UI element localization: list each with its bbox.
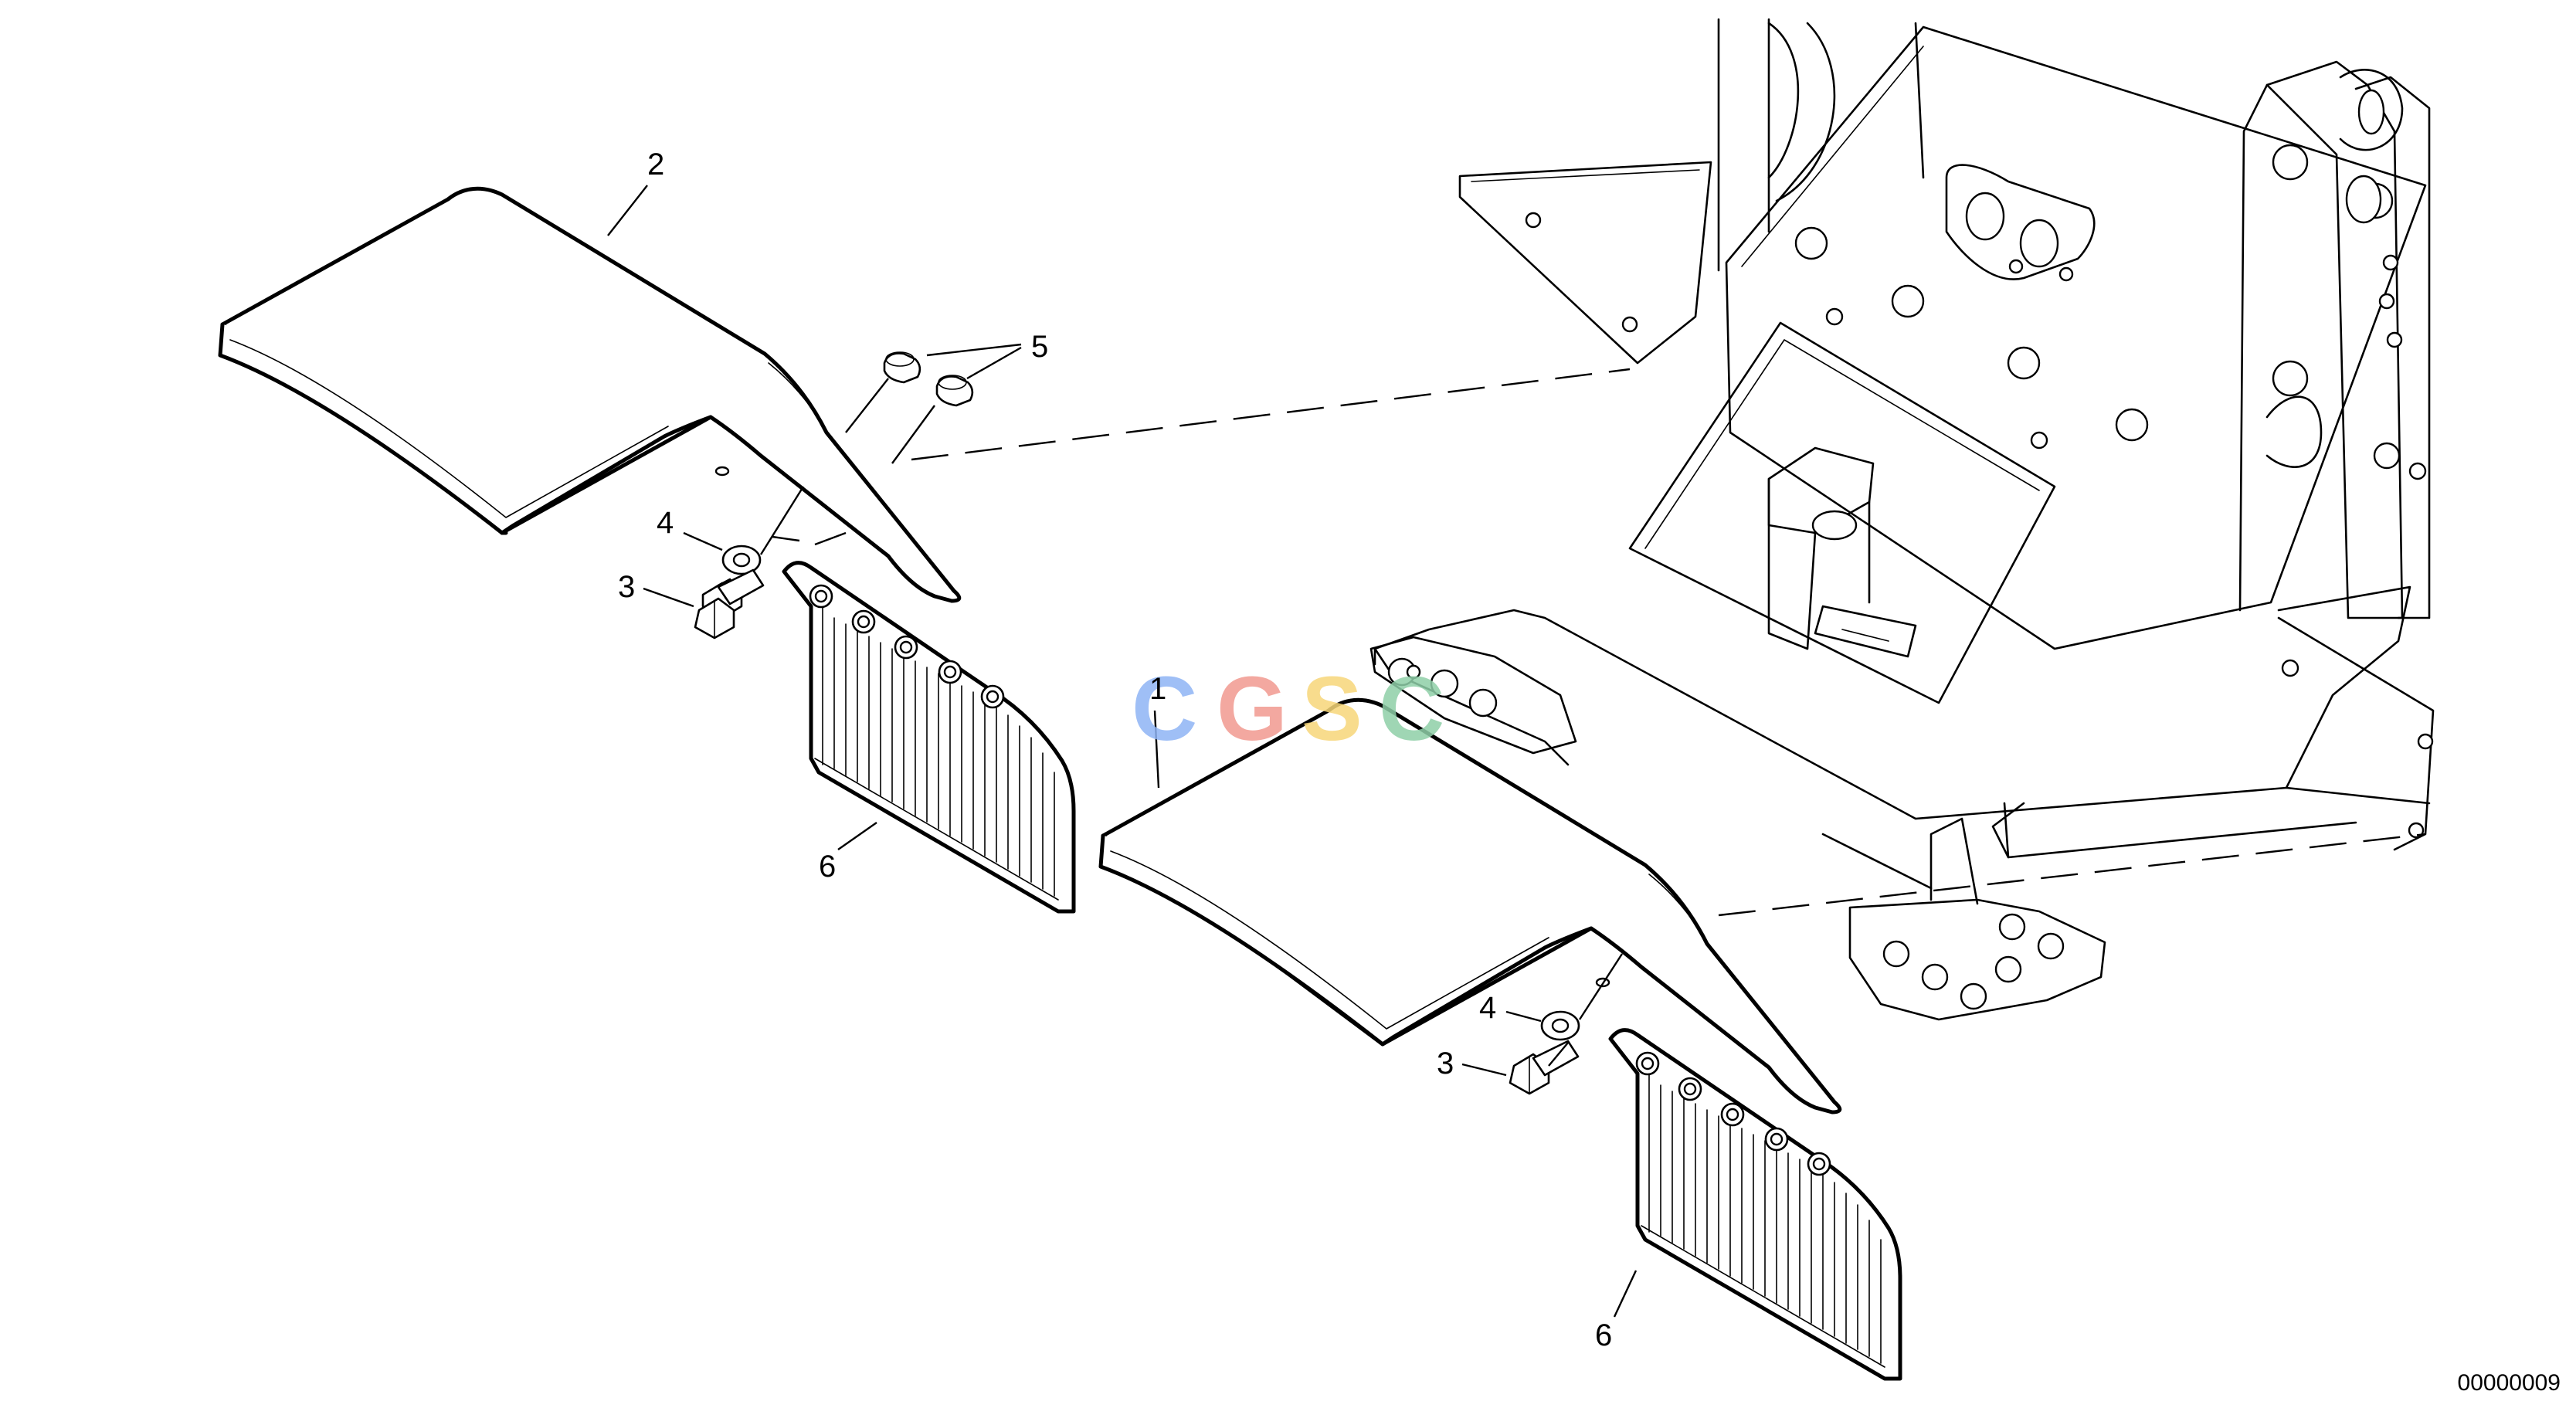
- watermark-letter: C: [1379, 658, 1444, 760]
- plug-lower: [935, 375, 974, 407]
- mounting-line: [1718, 833, 2426, 917]
- callout-1: 1: [1149, 672, 1166, 706]
- watermark: C G S C: [1132, 658, 1444, 760]
- chassis-frame: [1369, 18, 2435, 1021]
- callout-6-right: 6: [1595, 1318, 1612, 1352]
- watermark-letter: G: [1217, 658, 1288, 760]
- mounting-line: [911, 368, 1631, 461]
- fender-right: [1098, 697, 1842, 1115]
- washer-left: [721, 545, 762, 575]
- callout-4-right: 4: [1479, 991, 1496, 1025]
- fender-left: [218, 186, 962, 603]
- leader-lines: [607, 185, 1638, 1318]
- bolt-right: [1509, 1040, 1580, 1095]
- watermark-letter: S: [1302, 658, 1363, 760]
- callout-2: 2: [647, 148, 664, 182]
- plug-upper: [883, 351, 921, 384]
- drawing-code: 00000009: [2458, 1370, 2561, 1396]
- callout-3-right: 3: [1437, 1047, 1454, 1081]
- watermark-letter: C: [1132, 658, 1197, 760]
- bolt-left: [694, 568, 765, 640]
- callout-3-left: 3: [618, 570, 635, 604]
- callout-6-left: 6: [819, 850, 836, 884]
- callout-4-left: 4: [657, 506, 674, 540]
- mudflap-right: [1608, 1028, 1902, 1381]
- mudflap-ribs: [833, 617, 1055, 897]
- washer-right: [1540, 1010, 1580, 1041]
- callout-5: 5: [1031, 330, 1048, 364]
- mudflap-ribs: [1660, 1084, 1882, 1364]
- mudflap-left: [782, 561, 1076, 914]
